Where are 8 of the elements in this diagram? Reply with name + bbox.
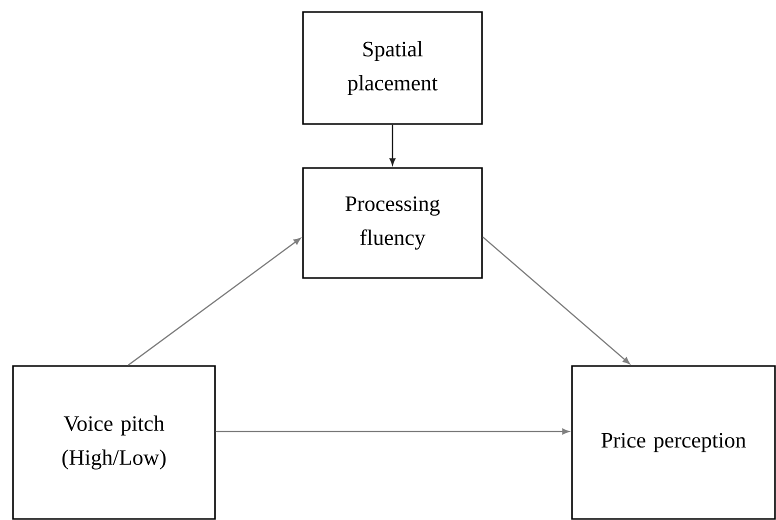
arrow: [216, 428, 570, 434]
arrow: [128, 238, 301, 366]
box: Spatial placement: [302, 11, 483, 125]
box: Voice pitch (High/Low): [12, 365, 216, 520]
arrow: [390, 124, 396, 166]
box: Processing fluency: [302, 167, 483, 279]
box: Price perception: [571, 365, 776, 520]
arrow: [482, 236, 630, 364]
